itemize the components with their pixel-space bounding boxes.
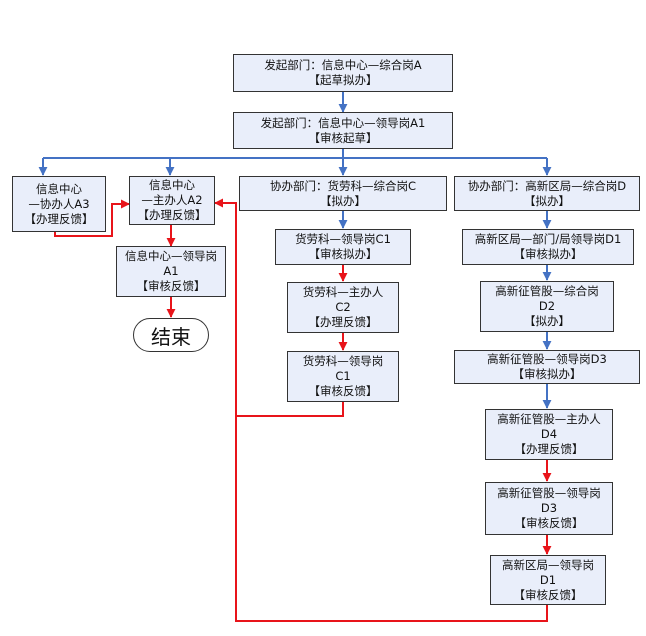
- node-d1-review: 高新区局—部门/局领导岗D1【审核拟办】: [462, 229, 634, 265]
- node-dept-d: 协办部门：高新区局—综合岗D【拟办】: [454, 176, 640, 211]
- node-c1-review: 货劳科—领导岗C1【审核拟办】: [275, 229, 411, 265]
- arrow-a3-to-a2: [54, 199, 130, 237]
- node-assist-a3: 信息中心—协办人A3【办理反馈】: [12, 176, 106, 232]
- arrow-d1-feedback-to-a2: [235, 416, 548, 622]
- node-leader-a1-top: 发起部门：信息中心—领导岗A1【审核起草】: [233, 112, 453, 149]
- node-dept-c: 协办部门：货劳科—综合岗C【拟办】: [239, 176, 447, 211]
- node-main-a2: 信息中心—主办人A2【办理反馈】: [129, 176, 215, 225]
- node-d3-review: 高新征管股—领导岗D3【审核拟办】: [454, 350, 640, 384]
- node-end: 结束: [133, 318, 209, 352]
- node-start: 发起部门：信息中心—综合岗A【起草拟办】: [233, 54, 453, 92]
